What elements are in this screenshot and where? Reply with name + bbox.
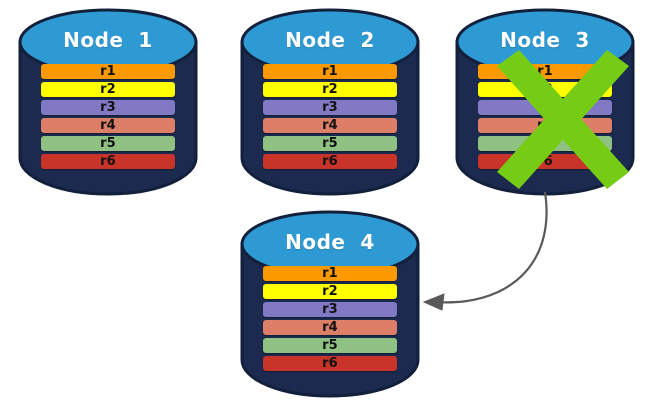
row-stack-1: r1 r2 r3 r4 r5 r6 (18, 64, 198, 169)
row-band-r2[interactable]: r2 (41, 82, 175, 97)
row-label: r4 (100, 118, 116, 133)
row-label: r1 (100, 64, 116, 79)
node-cylinder-1[interactable]: Node 1 r1 r2 r3 r4 r5 r6 (18, 6, 198, 196)
row-band-r5[interactable]: r5 (478, 136, 612, 151)
row-band-r2[interactable]: r2 (263, 284, 397, 299)
arrow-curve (431, 191, 548, 304)
row-band-r1[interactable]: r1 (263, 266, 397, 281)
arrow-head (422, 293, 445, 311)
row-label: r5 (322, 338, 338, 353)
row-label: r2 (322, 82, 338, 97)
node-cylinder-3[interactable]: Node 3 r1 r2 r3 r4 r5 r6 (455, 6, 635, 196)
row-band-r3[interactable]: r3 (263, 100, 397, 115)
row-label: r5 (322, 136, 338, 151)
row-label: r6 (322, 356, 338, 371)
row-label: r2 (100, 82, 116, 97)
row-band-r4[interactable]: r4 (41, 118, 175, 133)
row-label: r6 (537, 154, 553, 169)
row-stack-2: r1 r2 r3 r4 r5 r6 (240, 64, 420, 169)
node-cylinder-2[interactable]: Node 2 r1 r2 r3 r4 r5 r6 (240, 6, 420, 196)
row-label: r4 (322, 118, 338, 133)
row-label: r1 (322, 64, 338, 79)
row-label: r1 (537, 64, 553, 79)
row-label: r6 (100, 154, 116, 169)
row-band-r5[interactable]: r5 (263, 136, 397, 151)
row-stack-4: r1 r2 r3 r4 r5 r6 (240, 266, 420, 371)
row-label: r6 (322, 154, 338, 169)
row-label: r1 (322, 266, 338, 281)
node-cylinder-4[interactable]: Node 4 r1 r2 r3 r4 r5 r6 (240, 208, 420, 398)
row-band-r2[interactable]: r2 (478, 82, 612, 97)
row-band-r4[interactable]: r4 (263, 320, 397, 335)
row-label: r2 (537, 82, 553, 97)
row-band-r3[interactable]: r3 (263, 302, 397, 317)
row-band-r4[interactable]: r4 (478, 118, 612, 133)
row-label: r2 (322, 284, 338, 299)
row-label: r3 (537, 100, 553, 115)
row-band-r3[interactable]: r3 (41, 100, 175, 115)
row-label: r4 (322, 320, 338, 335)
row-band-r6[interactable]: r6 (478, 154, 612, 169)
row-band-r2[interactable]: r2 (263, 82, 397, 97)
row-band-r1[interactable]: r1 (41, 64, 175, 79)
row-label: r3 (322, 302, 338, 317)
row-band-r1[interactable]: r1 (263, 64, 397, 79)
row-band-r5[interactable]: r5 (263, 338, 397, 353)
row-label: r3 (322, 100, 338, 115)
row-band-r6[interactable]: r6 (41, 154, 175, 169)
row-stack-3: r1 r2 r3 r4 r5 r6 (455, 64, 635, 169)
row-band-r5[interactable]: r5 (41, 136, 175, 151)
row-label: r4 (537, 118, 553, 133)
row-band-r3[interactable]: r3 (478, 100, 612, 115)
row-label: r5 (537, 136, 553, 151)
row-band-r1[interactable]: r1 (478, 64, 612, 79)
row-band-r6[interactable]: r6 (263, 356, 397, 371)
row-band-r4[interactable]: r4 (263, 118, 397, 133)
row-label: r3 (100, 100, 116, 115)
row-label: r5 (100, 136, 116, 151)
row-band-r6[interactable]: r6 (263, 154, 397, 169)
